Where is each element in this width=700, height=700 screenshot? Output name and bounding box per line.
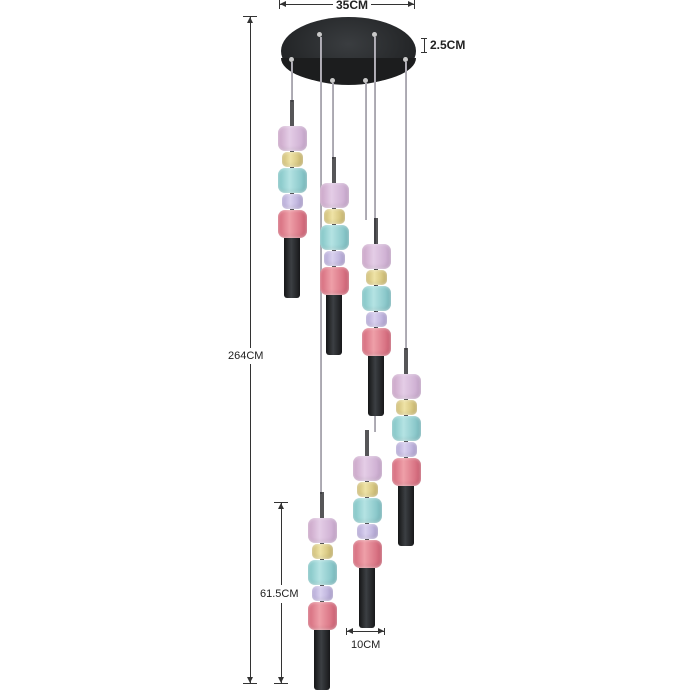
left-tick [279, 0, 280, 9]
pink-glass-bead [319, 183, 349, 208]
top-tick [243, 16, 257, 17]
pink-glass-bead [361, 244, 391, 269]
black-tube-shade [368, 356, 384, 416]
pink-glass-bead [352, 456, 382, 481]
pendant-diameter-label: 10CM [351, 639, 381, 651]
black-tube-shade [314, 630, 330, 690]
yellow-glass-bead [311, 544, 333, 559]
lavender-glass-bead [281, 194, 303, 209]
cable-anchor [403, 57, 408, 62]
yellow-glass-bead [356, 482, 378, 497]
yellow-glass-bead [323, 209, 345, 224]
right-tick [414, 0, 415, 9]
suspension-cable [332, 83, 334, 159]
bottom-tick [421, 52, 427, 53]
pendant-height-label: 61.5CM [260, 585, 299, 603]
black-tube-shade [359, 568, 375, 628]
teal-glass-bead [277, 168, 307, 193]
bottom-tick [274, 683, 288, 684]
lavender-glass-bead [323, 251, 345, 266]
lavender-glass-bead [311, 586, 333, 601]
teal-glass-bead [352, 498, 382, 523]
yellow-glass-bead [395, 400, 417, 415]
red-glass-bead [361, 328, 391, 356]
canopy-diameter-label: 35CM [333, 0, 372, 11]
lavender-glass-bead [365, 312, 387, 327]
teal-glass-bead [307, 560, 337, 585]
cable-anchor [363, 78, 368, 83]
arrow-right-icon [408, 1, 414, 7]
yellow-glass-bead [281, 152, 303, 167]
suspension-cable [405, 62, 407, 350]
black-tube-shade [284, 238, 300, 298]
arrow-right-icon [378, 628, 384, 634]
suspension-cable [291, 62, 293, 102]
cable-anchor [289, 57, 294, 62]
red-glass-bead [319, 267, 349, 295]
red-glass-bead [307, 602, 337, 630]
arrow-left-icon [280, 1, 286, 7]
bottom-tick [243, 683, 257, 684]
teal-glass-bead [319, 225, 349, 250]
total-height-label: 264CM [228, 348, 264, 364]
cable-anchor [317, 32, 322, 37]
pink-glass-bead [391, 374, 421, 399]
arrow-down-icon [278, 677, 284, 683]
suspension-cable [320, 37, 322, 494]
cable-anchor [372, 32, 377, 37]
suspension-cable [365, 83, 367, 220]
left-tick [346, 628, 347, 635]
black-tube-shade [398, 486, 414, 546]
arrow-down-icon [247, 677, 253, 683]
arrow-left-icon [347, 628, 353, 634]
cable-anchor [330, 78, 335, 83]
red-glass-bead [391, 458, 421, 486]
black-tube-shade [326, 295, 342, 355]
teal-glass-bead [361, 286, 391, 311]
red-glass-bead [352, 540, 382, 568]
red-glass-bead [277, 210, 307, 238]
lavender-glass-bead [356, 524, 378, 539]
teal-glass-bead [391, 416, 421, 441]
yellow-glass-bead [365, 270, 387, 285]
canopy-rim [281, 58, 416, 84]
right-tick [384, 628, 385, 635]
dimension-line [424, 38, 425, 52]
top-tick [274, 502, 288, 503]
pink-glass-bead [307, 518, 337, 543]
pink-glass-bead [277, 126, 307, 151]
dimension-line [347, 631, 384, 632]
lavender-glass-bead [395, 442, 417, 457]
canopy-height-label: 2.5CM [430, 38, 466, 52]
